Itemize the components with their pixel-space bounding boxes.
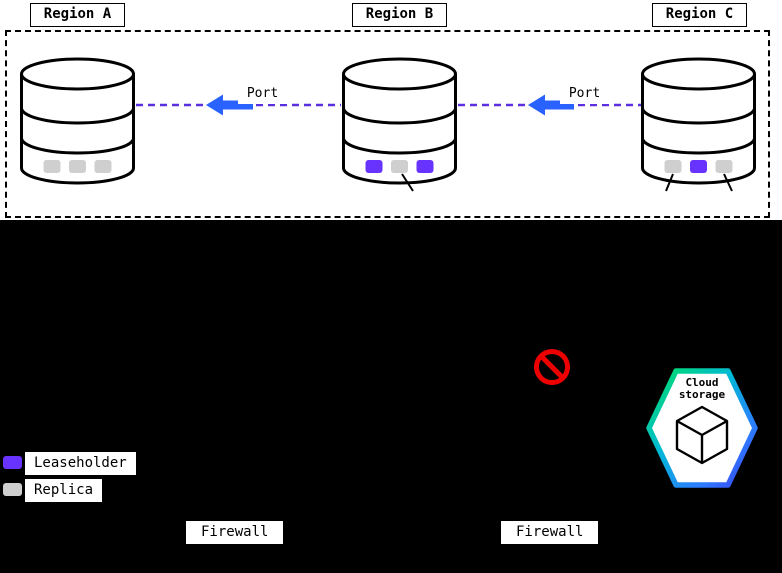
replica-square (664, 160, 682, 173)
region-a-label: Region A (30, 3, 125, 27)
leaseholder-square (690, 160, 707, 173)
leader-line (665, 173, 674, 192)
cloud-storage-label-line2: storage (679, 388, 726, 401)
firewall-label-2: Firewall (501, 521, 599, 544)
leaseholder-swatch-icon (3, 456, 22, 469)
prohibited-icon (534, 349, 570, 385)
region-b-label: Region B (352, 3, 447, 27)
replica-square (69, 160, 86, 173)
leader-line (401, 173, 414, 192)
leader-line (723, 173, 733, 192)
left-arrow-icon (206, 94, 253, 116)
left-arrow-icon (528, 94, 574, 116)
replica-square (715, 160, 733, 173)
database-icon-region-a (20, 57, 135, 185)
cloud-storage-icon: Cloud storage (646, 368, 758, 488)
cluster-boundary (5, 30, 770, 218)
replica-swatch-icon (3, 483, 22, 496)
replica-square (43, 160, 61, 173)
database-icon-region-b (342, 57, 457, 192)
port-label-2: Port (560, 83, 609, 104)
port-label-1: Port (238, 83, 287, 104)
legend-replica-label: Replica (25, 479, 103, 502)
replica-square (391, 160, 408, 173)
region-c-label: Region C (652, 3, 747, 27)
leaseholder-square (416, 160, 434, 173)
cloud-storage-label-line1: Cloud (685, 376, 718, 389)
hexagon-border (646, 368, 758, 488)
connection-a-b (136, 94, 341, 116)
firewall-label-1: Firewall (186, 521, 284, 544)
database-icon-region-c (641, 57, 756, 192)
cube-icon (675, 405, 729, 465)
connection-b-c (458, 94, 641, 116)
leaseholder-square (365, 160, 383, 173)
replica-square (94, 160, 112, 173)
legend-leaseholder-label: Leaseholder (25, 452, 136, 475)
